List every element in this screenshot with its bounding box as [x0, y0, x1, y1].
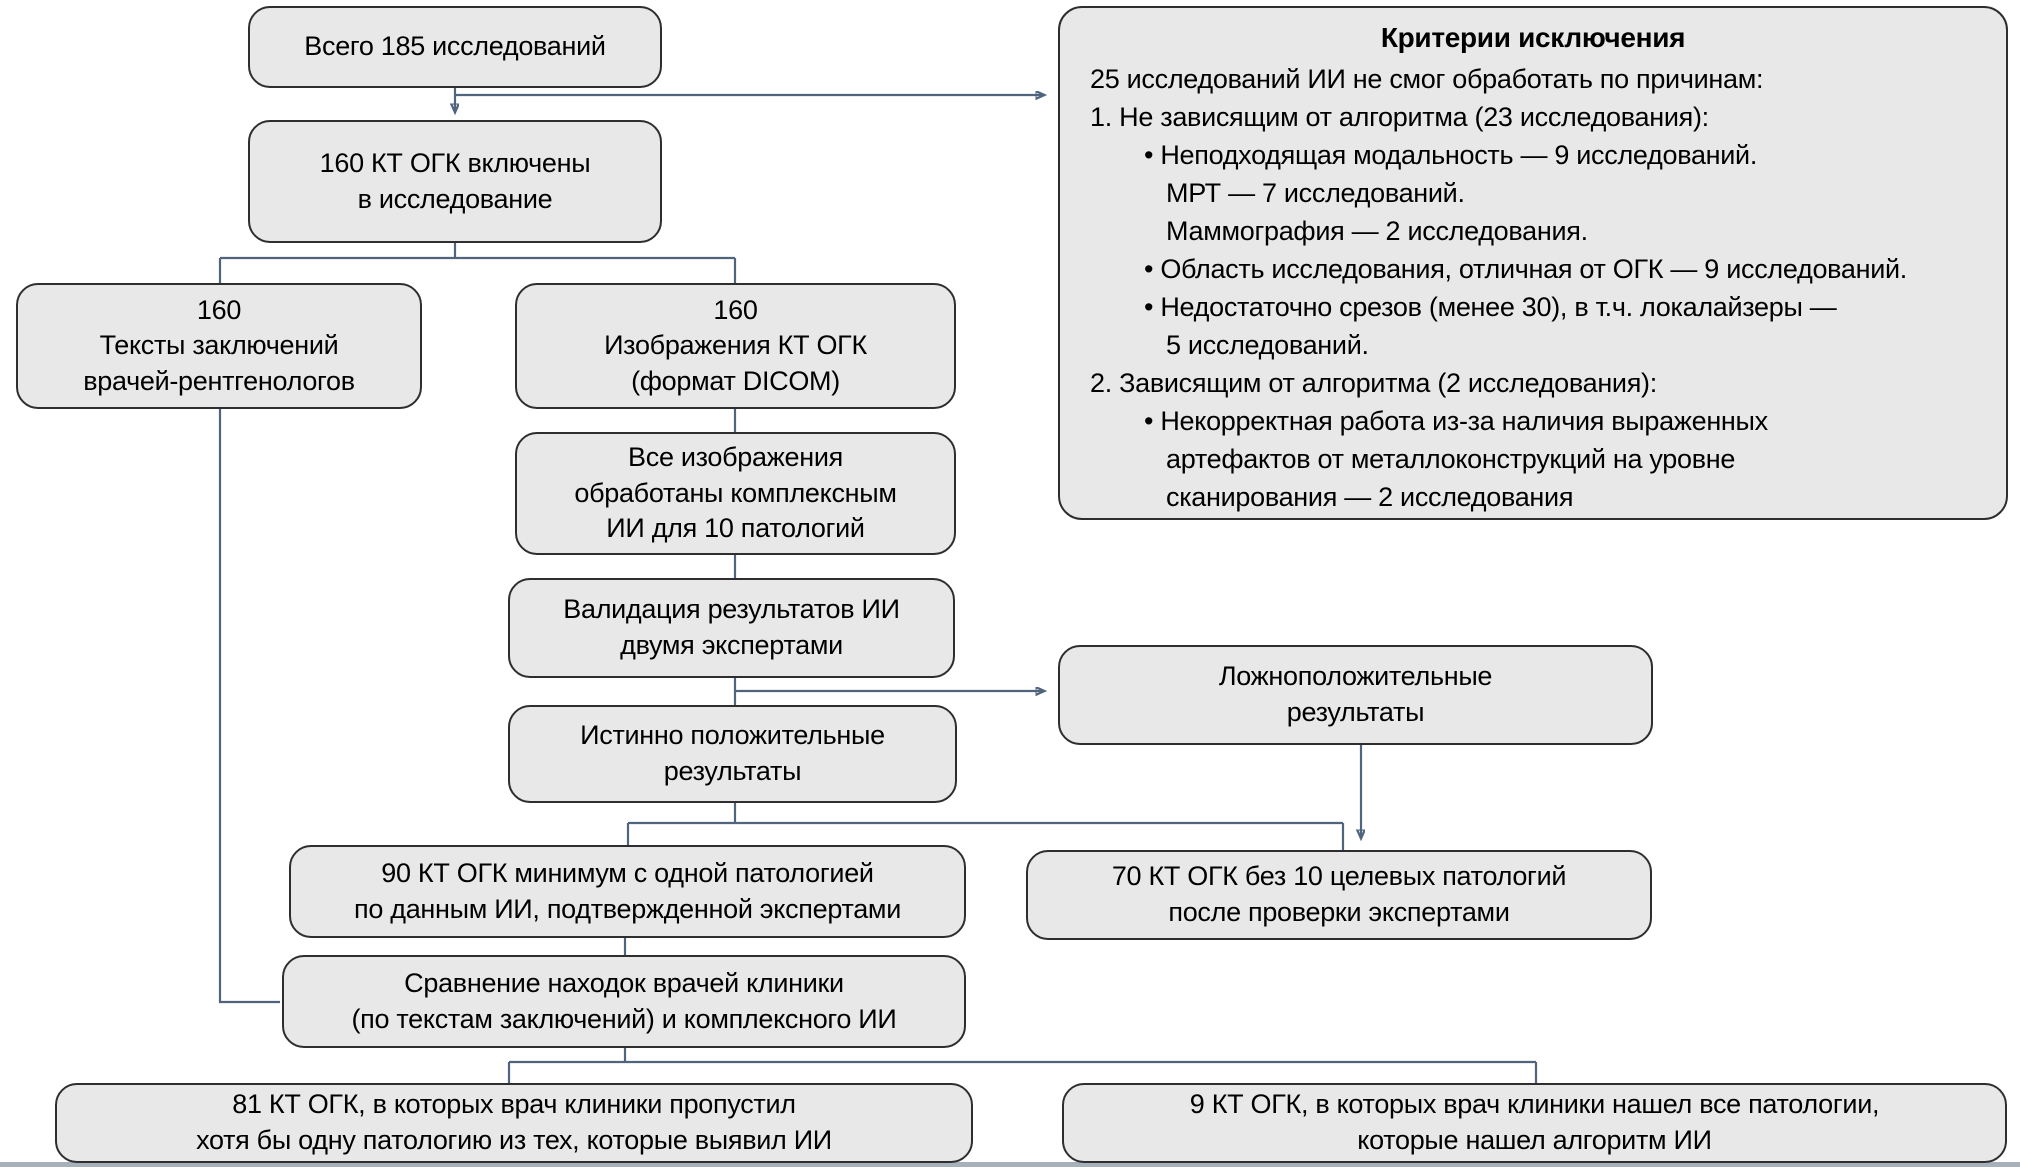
node-line: Истинно положительные	[580, 720, 885, 751]
node-line: ИИ для 10 патологий	[606, 513, 865, 544]
node-total-studies: Всего 185 исследований	[248, 6, 662, 88]
node-line: Изображения КТ ОГК	[604, 330, 867, 361]
node-line: после проверки экспертами	[1168, 897, 1510, 927]
node-line: обработаны комплексным	[574, 477, 897, 508]
exclusion-line: сканирования — 2 исследования	[1166, 482, 1574, 512]
node-line: 81 КТ ОГК, в которых врач клиники пропус…	[232, 1089, 796, 1120]
exclusion-line: • Недостаточно срезов (менее 30), в т.ч.…	[1144, 292, 1837, 322]
node-line: врачей-рентгенологов	[83, 365, 355, 396]
exclusion-line: • Некорректная работа из-за наличия выра…	[1144, 406, 1768, 436]
node-ct-images: 160 Изображения КТ ОГК (формат DICOM)	[515, 283, 956, 409]
node-findings-comparison: Сравнение находок врачей клиники (по тек…	[282, 955, 966, 1048]
node-line: (формат DICOM)	[631, 365, 840, 396]
node-line: результаты	[663, 756, 802, 786]
node-81-missed-pathology: 81 КТ ОГК, в которых врач клиники пропус…	[55, 1083, 973, 1163]
connector-true-positive-split	[626, 803, 1345, 850]
node-false-positive: Ложноположительные результаты	[1058, 645, 1653, 745]
node-line: 9 КТ ОГК, в которых врач клиники нашел в…	[1189, 1089, 1880, 1120]
connector-included-split	[218, 243, 737, 283]
exclusion-line: 1. Не зависящим от алгоритма (23 исследо…	[1090, 102, 1709, 132]
node-line: результаты	[1286, 697, 1425, 727]
exclusion-line: артефактов от металлоконструкций на уров…	[1166, 444, 1736, 474]
exclusion-line: МРТ — 7 исследований.	[1166, 178, 1465, 208]
exclusion-line: • Неподходящая модальность — 9 исследова…	[1144, 140, 1758, 170]
exclusion-criteria-title: Критерии исключения	[1380, 22, 1686, 53]
node-9-found-all: 9 КТ ОГК, в которых врач клиники нашел в…	[1062, 1083, 2007, 1163]
node-ai-processed: Все изображения обработаны комплексным И…	[515, 432, 956, 555]
node-line: Валидация результатов ИИ	[563, 594, 900, 625]
node-line: хотя бы одну патологию из тех, которые в…	[196, 1125, 832, 1155]
node-line: 160 КТ ОГК включены	[319, 147, 591, 178]
node-line: 90 КТ ОГК минимум с одной патологией	[381, 857, 874, 888]
node-line: 160	[196, 294, 242, 325]
node-included-studies: 160 КТ ОГК включены в исследование	[248, 120, 662, 243]
node-line: Ложноположительные	[1218, 661, 1493, 692]
exclusion-line: Маммография — 2 исследования.	[1166, 216, 1588, 246]
exclusion-criteria-panel: Критерии исключения 25 исследований ИИ н…	[1058, 6, 2008, 520]
exclusion-line: 2. Зависящим от алгоритма (2 исследовани…	[1090, 368, 1657, 398]
node-line: которые нашел алгоритм ИИ	[1357, 1125, 1712, 1155]
connector-comparison-split	[507, 1048, 1538, 1083]
node-line: в исследование	[357, 183, 553, 214]
node-line: 160	[713, 294, 758, 325]
bottom-divider	[0, 1162, 2020, 1167]
node-line: 70 КТ ОГК без 10 целевых патологий	[1111, 861, 1567, 892]
node-true-positive: Истинно положительные результаты	[508, 705, 957, 803]
exclusion-line: 25 исследований ИИ не смог обработать по…	[1090, 64, 1764, 94]
exclusion-line: 5 исследований.	[1166, 330, 1369, 360]
exclusion-line: • Область исследования, отличная от ОГК …	[1144, 254, 1907, 284]
node-90-with-pathology: 90 КТ ОГК минимум с одной патологией по …	[289, 845, 966, 938]
node-line: Тексты заключений	[99, 330, 339, 361]
node-line: Сравнение находок врачей клиники	[404, 967, 844, 998]
node-line: двумя экспертами	[620, 630, 843, 660]
node-line: (по текстам заключений) и комплексного И…	[351, 1003, 897, 1034]
node-line: по данным ИИ, подтвержденной экспертами	[354, 893, 901, 924]
node-radiologist-reports: 160 Тексты заключений врачей-рентгенолог…	[16, 283, 422, 409]
node-expert-validation: Валидация результатов ИИ двумя экспертам…	[508, 578, 955, 678]
connector-reports-to-comparison	[218, 409, 280, 1004]
node-70-without-pathology: 70 КТ ОГК без 10 целевых патологий после…	[1026, 850, 1652, 940]
node-line: Всего 185 исследований	[304, 31, 606, 62]
node-line: Все изображения	[628, 442, 843, 473]
